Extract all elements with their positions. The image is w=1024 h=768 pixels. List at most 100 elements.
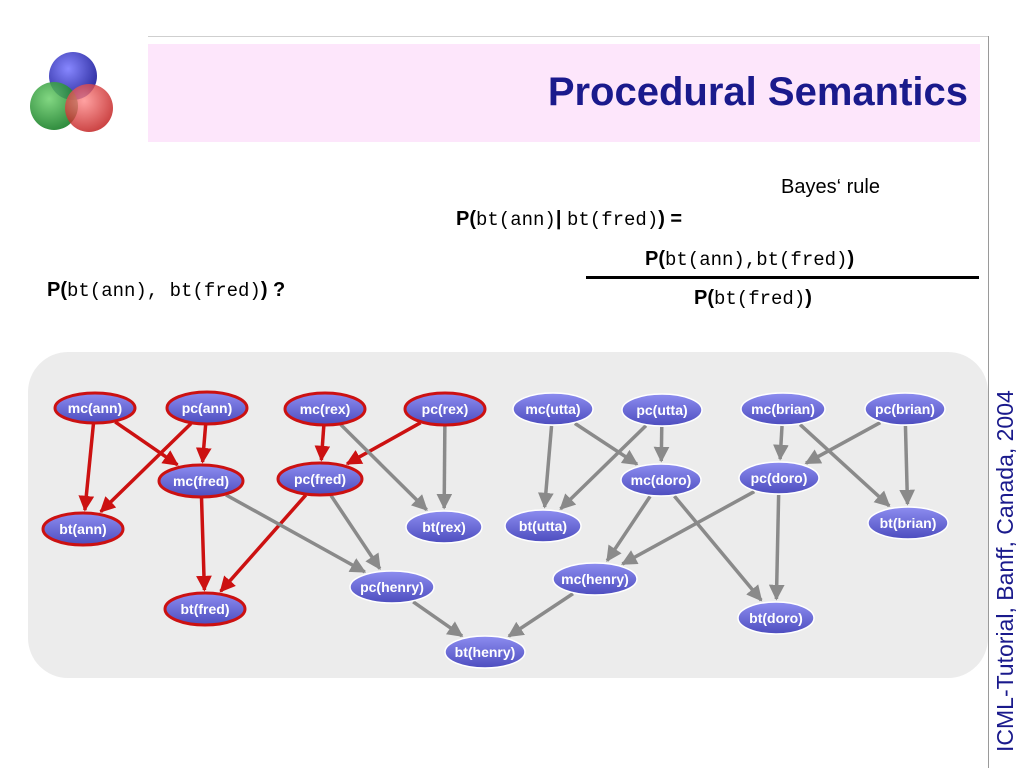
node-label: pc(utta) — [636, 402, 687, 418]
edge-pc-ann-to-mc-fred — [195, 424, 212, 464]
node-shape — [864, 392, 946, 426]
node-shape — [737, 601, 815, 635]
node-mc-henry: mc(henry) — [552, 562, 638, 596]
title-band: Procedural Semantics — [148, 44, 980, 142]
node-label: pc(fred) — [294, 471, 346, 487]
edge-mc-utta-to-mc-doro — [573, 421, 639, 466]
node-shape — [405, 510, 483, 544]
node-pc-fred: pc(fred) — [276, 461, 364, 497]
edge-mc-doro-to-bt-doro — [673, 494, 763, 602]
bayes-lhs-close: ) = — [658, 208, 683, 230]
node-mc-ann: mc(ann) — [53, 391, 137, 425]
bayes-den-close: ) — [805, 287, 812, 309]
node-bt-doro: bt(doro) — [737, 601, 815, 635]
top-divider — [148, 36, 989, 37]
bayes-lhs-bar: | — [555, 208, 562, 230]
node-bt-brian: bt(brian) — [867, 506, 949, 540]
node-shape — [53, 391, 137, 425]
edge-mc-ann-to-bt-ann — [78, 423, 96, 512]
node-label: mc(utta) — [525, 401, 580, 417]
node-label: pc(rex) — [422, 401, 469, 417]
node-label: bt(rex) — [422, 519, 466, 535]
edge-mc-rex-to-pc-fred — [314, 425, 331, 462]
node-shape — [165, 390, 249, 426]
edge-mc-ann-to-mc-fred — [114, 420, 179, 467]
edge-pc-fred-to-pc-henry — [329, 494, 382, 571]
node-label: bt(henry) — [455, 644, 516, 660]
node-mc-brian: mc(brian) — [740, 392, 826, 426]
edge-mc-utta-to-bt-utta — [537, 425, 554, 509]
node-label: pc(doro) — [751, 470, 808, 486]
bayes-num-close: ) — [847, 248, 855, 270]
bayes-lhs-p: P( — [456, 208, 476, 230]
node-shape — [403, 391, 487, 427]
bayes-lhs: P(bt(ann)| bt(fred)) = — [456, 208, 682, 231]
node-pc-henry: pc(henry) — [349, 570, 435, 604]
node-label: bt(fred) — [181, 601, 230, 617]
node-label: mc(rex) — [300, 401, 351, 417]
node-pc-utta: pc(utta) — [621, 393, 703, 427]
fraction-line — [586, 276, 979, 279]
node-pc-doro: pc(doro) — [738, 461, 820, 495]
edge-pc-brian-to-bt-brian — [899, 425, 915, 506]
edge-pc-brian-to-pc-doro — [804, 421, 882, 465]
node-mc-fred: mc(fred) — [157, 463, 245, 499]
node-bt-utta: bt(utta) — [504, 509, 582, 543]
node-mc-rex: mc(rex) — [283, 391, 367, 427]
bayes-num-args: bt(ann),bt(fred) — [665, 249, 848, 271]
bayes-den-p: P( — [694, 287, 714, 309]
node-shape — [621, 393, 703, 427]
edge-pc-doro-to-mc-henry — [621, 490, 756, 566]
edge-mc-fred-to-bt-fred — [196, 497, 212, 592]
node-mc-utta: mc(utta) — [512, 392, 594, 426]
edge-pc-henry-to-bt-henry — [412, 600, 464, 638]
node-shape — [283, 391, 367, 427]
node-shape — [41, 511, 125, 547]
node-shape — [620, 463, 702, 497]
edge-mc-fred-to-pc-henry — [225, 493, 367, 574]
bayes-rule-label: Bayes‘ rule — [781, 176, 880, 198]
node-label: bt(doro) — [749, 610, 803, 626]
bayes-lhs-arg2: bt(fred) — [567, 209, 659, 231]
bayes-numerator: P(bt(ann),bt(fred)) — [645, 248, 854, 271]
query-p: P( — [47, 279, 67, 301]
edge-pc-fred-to-bt-fred — [219, 493, 308, 593]
edge-mc-doro-to-mc-henry — [605, 495, 652, 563]
node-shape — [867, 506, 949, 540]
node-pc-rex: pc(rex) — [403, 391, 487, 427]
node-label: mc(henry) — [561, 571, 629, 587]
edge-pc-ann-to-bt-ann — [99, 422, 193, 513]
node-shape — [276, 461, 364, 497]
node-shape — [163, 591, 247, 627]
node-shape — [512, 392, 594, 426]
edge-mc-rex-to-bt-rex — [339, 423, 428, 512]
node-label: bt(brian) — [880, 515, 937, 531]
edge-pc-utta-to-bt-utta — [559, 424, 648, 511]
bayes-den-args: bt(fred) — [714, 288, 806, 310]
node-label: pc(brian) — [875, 401, 935, 417]
node-label: pc(ann) — [182, 400, 233, 416]
node-label: bt(utta) — [519, 518, 567, 534]
edge-pc-rex-to-pc-fred — [345, 421, 422, 466]
node-label: mc(fred) — [173, 473, 229, 489]
node-bt-fred: bt(fred) — [163, 591, 247, 627]
node-shape — [444, 635, 526, 669]
node-mc-doro: mc(doro) — [620, 463, 702, 497]
bayes-denominator: P(bt(fred)) — [694, 287, 812, 310]
node-bt-ann: bt(ann) — [41, 511, 125, 547]
node-shape — [157, 463, 245, 499]
node-pc-ann: pc(ann) — [165, 390, 249, 426]
bayes-lhs-arg1: bt(ann) — [476, 209, 556, 231]
edge-pc-doro-to-bt-doro — [768, 494, 785, 601]
node-shape — [504, 509, 582, 543]
node-shape — [349, 570, 435, 604]
slide-title: Procedural Semantics — [547, 70, 968, 114]
right-divider — [988, 36, 989, 768]
bayes-num-p: P( — [645, 248, 665, 270]
node-bt-rex: bt(rex) — [405, 510, 483, 544]
node-label: mc(doro) — [631, 472, 692, 488]
venn-logo-icon — [30, 52, 113, 132]
node-shape — [738, 461, 820, 495]
node-shape — [740, 392, 826, 426]
